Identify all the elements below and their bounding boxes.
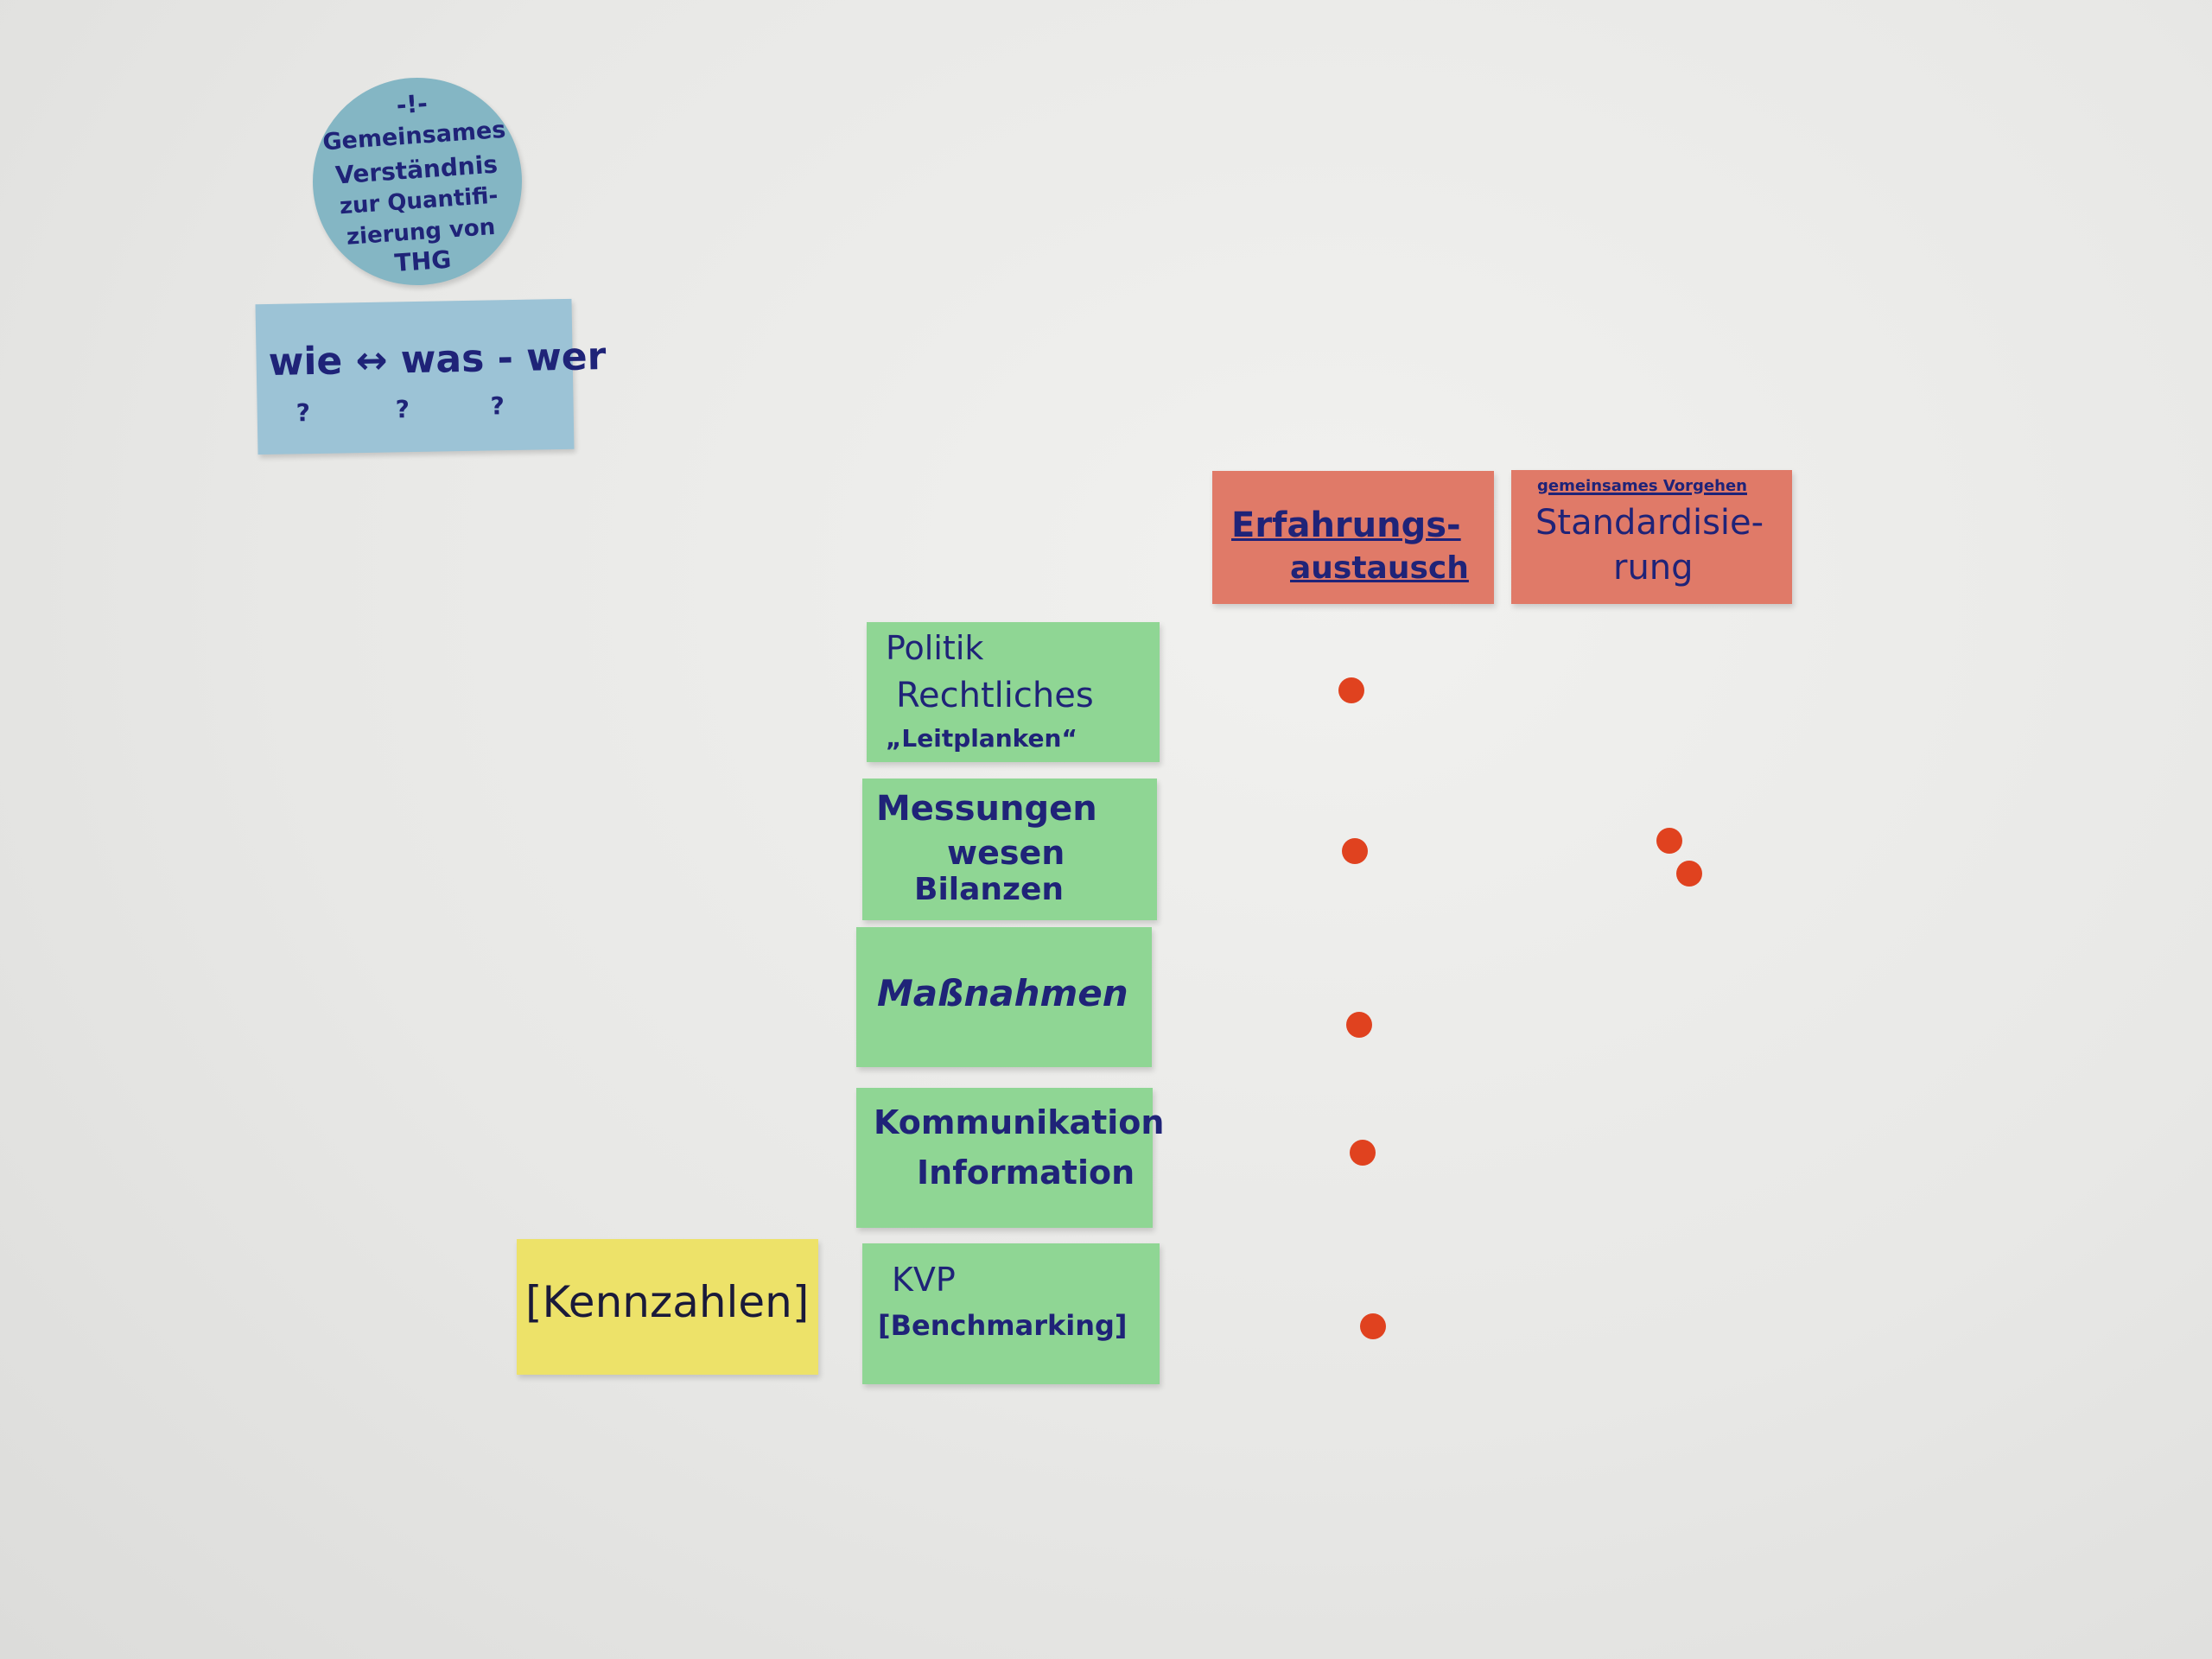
row-card-messungen: Messungen wesen Bilanzen: [862, 779, 1157, 920]
row-line: Bilanzen: [914, 872, 1065, 907]
row-card-politik: Politik Rechtliches „Leitplanken“: [867, 622, 1160, 762]
column-line: Erfahrungs-: [1231, 505, 1461, 545]
row-line: Messungen: [876, 789, 1097, 829]
row-line: [Benchmarking]: [878, 1309, 1128, 1342]
row-line: wesen: [947, 834, 1065, 872]
vote-dot: [1360, 1313, 1386, 1339]
column-subtitle: gemeinsames Vorgehen: [1537, 477, 1747, 495]
row-line: Maßnahmen: [877, 972, 1128, 1014]
column-header-standardisierung: gemeinsames Vorgehen Standardisie- rung: [1511, 470, 1792, 604]
circle-note-common-understanding: -!- Gemeinsames Verständnis zur Quantifi…: [305, 70, 530, 293]
vote-dot: [1656, 828, 1682, 854]
row-card-kvp: KVP [Benchmarking]: [862, 1243, 1160, 1384]
row-line: Politik: [886, 629, 984, 667]
vote-dot: [1338, 677, 1364, 703]
column-line: rung: [1613, 548, 1694, 588]
vote-dot: [1346, 1012, 1372, 1038]
row-card-massnahmen: Maßnahmen: [856, 927, 1152, 1067]
row-line: Rechtliches: [896, 676, 1094, 715]
column-line: Standardisie-: [1535, 503, 1764, 543]
vote-dot: [1676, 861, 1702, 887]
question-title: wie ↔ was - wer: [268, 334, 607, 385]
question-mark: ?: [490, 391, 505, 421]
column-line: austausch: [1290, 550, 1469, 586]
vote-dot: [1342, 838, 1368, 864]
row-line: Kommunikation: [874, 1103, 1165, 1141]
side-note-kennzahlen: [Kennzahlen]: [517, 1239, 818, 1375]
row-card-kommunikation: Kommunikation Information: [856, 1088, 1164, 1228]
row-line: Information: [917, 1154, 1135, 1192]
vote-dot: [1350, 1140, 1376, 1166]
row-line: „Leitplanken“: [886, 724, 1077, 753]
row-line: KVP: [892, 1261, 956, 1299]
question-mark: ?: [395, 395, 410, 424]
column-header-erfahrungsaustausch: Erfahrungs- austausch: [1212, 471, 1494, 604]
question-mark: ?: [296, 398, 311, 428]
side-note-label: [Kennzahlen]: [525, 1277, 810, 1327]
question-note: wie ↔ was - wer ? ? ?: [255, 298, 607, 455]
